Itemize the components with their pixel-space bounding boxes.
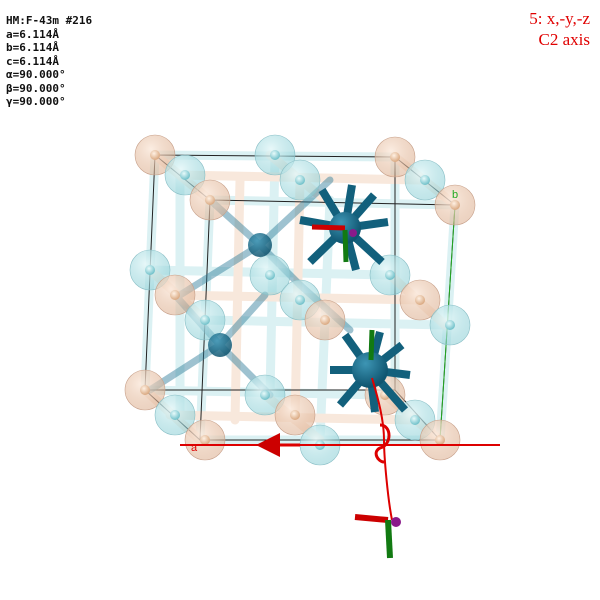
- highlighted-atom-upper: [299, 184, 389, 272]
- highlighted-atom-lower: [330, 329, 411, 413]
- symmetry-element-text: C2 axis: [538, 30, 590, 49]
- cell-c-label: c=6.114Å: [6, 54, 59, 68]
- spacegroup-label: HM:F-43m #216: [6, 14, 93, 27]
- cell-info-panel: HM:F-43m #216 a=6.114Å b=6.114Å c=6.114Å…: [6, 14, 92, 109]
- symmetry-operation-text: 5: x,-y,-z: [529, 9, 590, 28]
- symmetry-operation-marker: [354, 514, 401, 559]
- symmetry-op-panel: 5: x,-y,-z C2 axis: [529, 8, 590, 50]
- a-axis-label: a: [191, 442, 198, 454]
- cell-beta-label: β=90.000°: [6, 81, 66, 95]
- cell-gamma-label: γ=90.000°: [6, 95, 66, 108]
- b-axis-label: b: [452, 189, 458, 201]
- cell-alpha-label: α=90.000°: [6, 68, 66, 81]
- atom-centers: [140, 150, 460, 450]
- central-atoms: [208, 233, 272, 357]
- cell-a-label: a=6.114Å: [6, 27, 59, 41]
- cell-b-label: b=6.114Å: [6, 41, 59, 54]
- c2-rotation-axis: [180, 377, 500, 521]
